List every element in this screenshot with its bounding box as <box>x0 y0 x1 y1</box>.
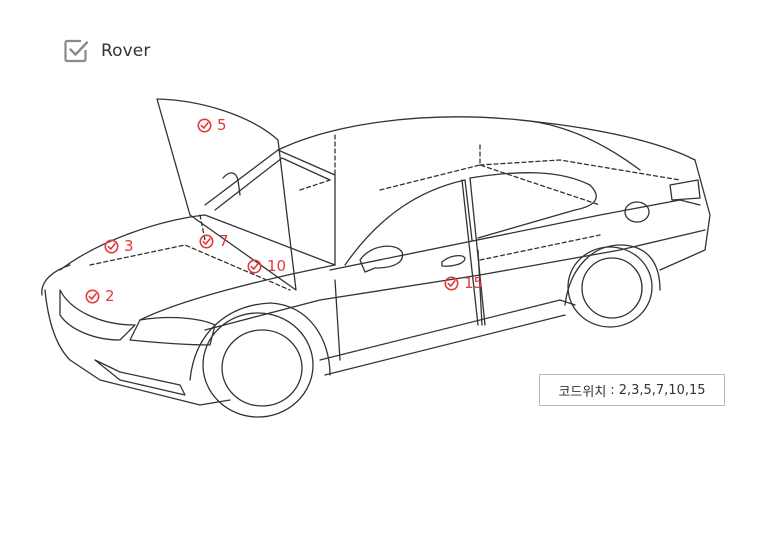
side-window-rear <box>469 172 597 239</box>
marker-label: 7 <box>219 232 229 250</box>
marker-5: 5 <box>197 116 227 134</box>
marker-2: 2 <box>85 287 115 305</box>
rear-wheel-inner <box>581 257 643 319</box>
check-circle-icon <box>247 259 262 273</box>
rear-wheel-arch <box>564 244 661 306</box>
tail-light <box>669 179 701 201</box>
bumper-lower <box>94 359 186 396</box>
marker-15: 15 <box>444 274 483 292</box>
b-pillar <box>461 177 486 326</box>
check-circle-icon <box>197 118 212 132</box>
roof-line <box>277 116 696 161</box>
marker-10: 10 <box>247 257 286 275</box>
check-circle-icon <box>104 239 119 253</box>
code-location-label: 코드위치 <box>558 384 607 400</box>
header: Rover <box>63 38 150 64</box>
dashed-lines <box>89 134 681 291</box>
marker-label: 5 <box>217 116 227 134</box>
marker-3: 3 <box>104 237 134 255</box>
check-circle-icon <box>85 289 100 303</box>
door-handle <box>441 255 466 267</box>
marker-7: 7 <box>199 232 229 250</box>
headlight <box>129 316 216 346</box>
page-title: Rover <box>101 41 151 61</box>
marker-label: 2 <box>105 287 115 305</box>
sill-line-2 <box>324 314 566 376</box>
hood-surface <box>59 214 336 321</box>
code-location-value: 2,3,5,7,10,15 <box>618 382 706 398</box>
rear-wheel-outer <box>567 246 653 328</box>
side-mirror <box>359 245 404 273</box>
windshield <box>204 149 336 266</box>
marker-label: 15 <box>464 274 484 292</box>
rear-quarter <box>659 159 711 271</box>
checkbox-check-icon <box>64 39 89 63</box>
windshield-inner <box>214 157 331 211</box>
marker-label: 10 <box>267 257 287 275</box>
front-wheel-outer <box>202 312 314 418</box>
side-window-front <box>344 179 473 266</box>
body-lower <box>204 229 706 331</box>
marker-label: 3 <box>124 237 134 255</box>
code-location-box: 코드위치 : 2,3,5,7,10,15 <box>539 374 725 406</box>
body-beltline <box>329 199 701 271</box>
front-door <box>334 249 483 361</box>
front-fascia <box>44 289 231 406</box>
front-corner <box>41 264 71 296</box>
front-wheel-inner <box>221 329 303 407</box>
fuel-door <box>624 201 650 223</box>
grille <box>59 289 136 341</box>
sill-line <box>319 299 576 361</box>
code-location-separator: : <box>610 382 615 398</box>
check-circle-icon <box>444 276 459 290</box>
hood-strut <box>222 172 241 196</box>
check-circle-icon <box>199 234 214 248</box>
front-wheel-arch <box>189 302 331 381</box>
hood-panel <box>156 98 297 291</box>
roof-rear <box>519 119 641 171</box>
